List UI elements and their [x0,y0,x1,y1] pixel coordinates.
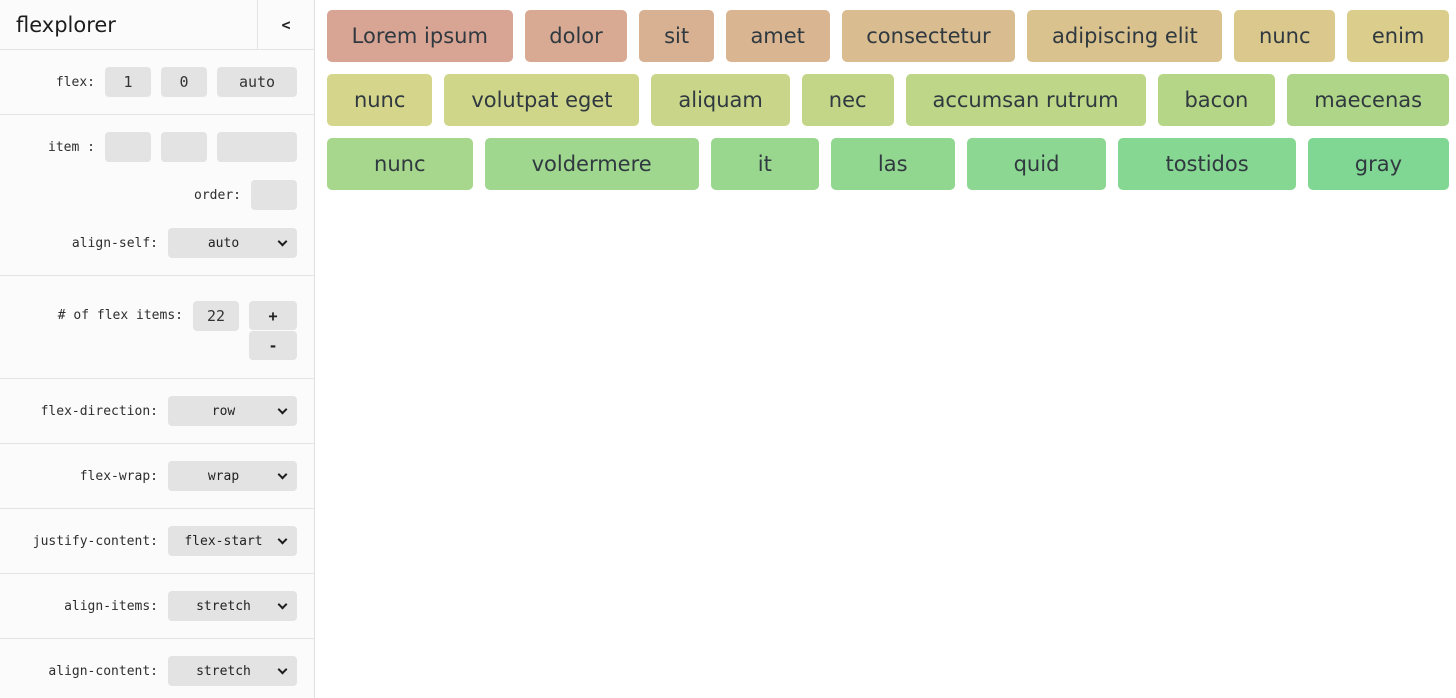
group-flex: flex: [0,50,314,115]
align-items-label: align-items: [64,598,158,614]
align-content-label: align-content: [48,663,158,679]
count-row: # of flex items: + - [17,301,297,360]
align-content-select-wrap: stretch [168,656,297,686]
align-self-select-wrap: auto [168,228,297,258]
item-row: item : [17,132,297,162]
align-self-row: align-self: auto [17,228,297,258]
group-justify-content: justify-content: flex-start [0,509,314,574]
flex-direction-label: flex-direction: [40,403,158,419]
item-flex-shrink-input[interactable] [161,132,207,162]
flex-item[interactable]: nec [801,74,894,126]
flex-item[interactable]: gray [1307,138,1450,190]
flex-direction-select-wrap: row [168,396,297,426]
num-items-label: # of flex items: [57,308,183,323]
flex-item[interactable]: voldermere [484,138,699,190]
align-content-row: align-content: stretch [17,656,297,686]
flex-item[interactable]: sit [639,10,714,62]
align-self-select[interactable]: auto [168,228,297,258]
align-items-select-wrap: stretch [168,591,297,621]
group-count: # of flex items: + - [0,276,314,379]
flex-item[interactable]: quid [966,138,1107,190]
remove-item-button[interactable]: - [249,331,297,360]
justify-content-label: justify-content: [32,533,158,549]
flex-item[interactable]: it [710,138,819,190]
flex-item[interactable]: nunc [1234,10,1336,62]
flex-wrap-label: flex-wrap: [79,468,158,484]
flex-item[interactable]: nunc [327,138,473,190]
flex-direction-row: flex-direction: row [17,396,297,426]
flex-label: flex: [55,74,95,90]
flex-item[interactable]: accumsan rutrum [905,74,1146,126]
flex-shrink-input[interactable] [161,67,207,97]
item-flex-basis-input[interactable] [217,132,297,162]
align-items-row: align-items: stretch [17,591,297,621]
count-stepper: + - [249,301,297,360]
add-item-button[interactable]: + [249,301,297,330]
align-content-select[interactable]: stretch [168,656,297,686]
justify-content-select-wrap: flex-start [168,526,297,556]
flex-wrap-select-wrap: wrap [168,461,297,491]
flex-item[interactable]: volutpat eget [444,74,640,126]
flex-grow-input[interactable] [105,67,151,97]
flex-wrap-select[interactable]: wrap [168,461,297,491]
group-item: item : order: align-self: auto [0,115,314,276]
flex-item[interactable]: maecenas [1287,74,1450,126]
sidebar-header: flexplorer < [0,0,314,50]
sidebar-collapse-button[interactable]: < [257,0,314,49]
flex-item[interactable]: las [830,138,955,190]
align-items-select[interactable]: stretch [168,591,297,621]
group-flex-wrap: flex-wrap: wrap [0,444,314,509]
justify-content-select[interactable]: flex-start [168,526,297,556]
num-items-input[interactable] [193,301,239,331]
flex-item[interactable]: aliquam [651,74,790,126]
flex-direction-select[interactable]: row [168,396,297,426]
flex-item[interactable]: amet [725,10,830,62]
flex-item[interactable]: tostidos [1118,138,1296,190]
sidebar: flexplorer < flex: item : order: align-s… [0,0,315,698]
group-align-items: align-items: stretch [0,574,314,639]
group-flex-direction: flex-direction: row [0,379,314,444]
chevron-left-icon: < [281,15,291,34]
flex-basis-input[interactable] [217,67,297,97]
flex-item[interactable]: bacon [1157,74,1276,126]
order-input[interactable] [251,180,297,210]
flex-item[interactable]: enim [1347,10,1450,62]
flex-wrap-row: flex-wrap: wrap [17,461,297,491]
flex-item[interactable]: dolor [524,10,628,62]
order-row: order: [17,180,297,210]
order-label: order: [194,187,241,203]
item-label: item : [48,139,95,155]
item-flex-grow-input[interactable] [105,132,151,162]
flex-item[interactable]: adipiscing elit [1027,10,1223,62]
group-align-content: align-content: stretch [0,639,314,698]
align-self-label: align-self: [71,235,158,251]
flex-row: flex: [17,67,297,97]
flex-item[interactable]: Lorem ipsum [327,10,513,62]
flex-item[interactable]: nunc [327,74,433,126]
flex-item[interactable]: consectetur [841,10,1016,62]
justify-content-row: justify-content: flex-start [17,526,297,556]
app-title: flexplorer [16,12,116,37]
